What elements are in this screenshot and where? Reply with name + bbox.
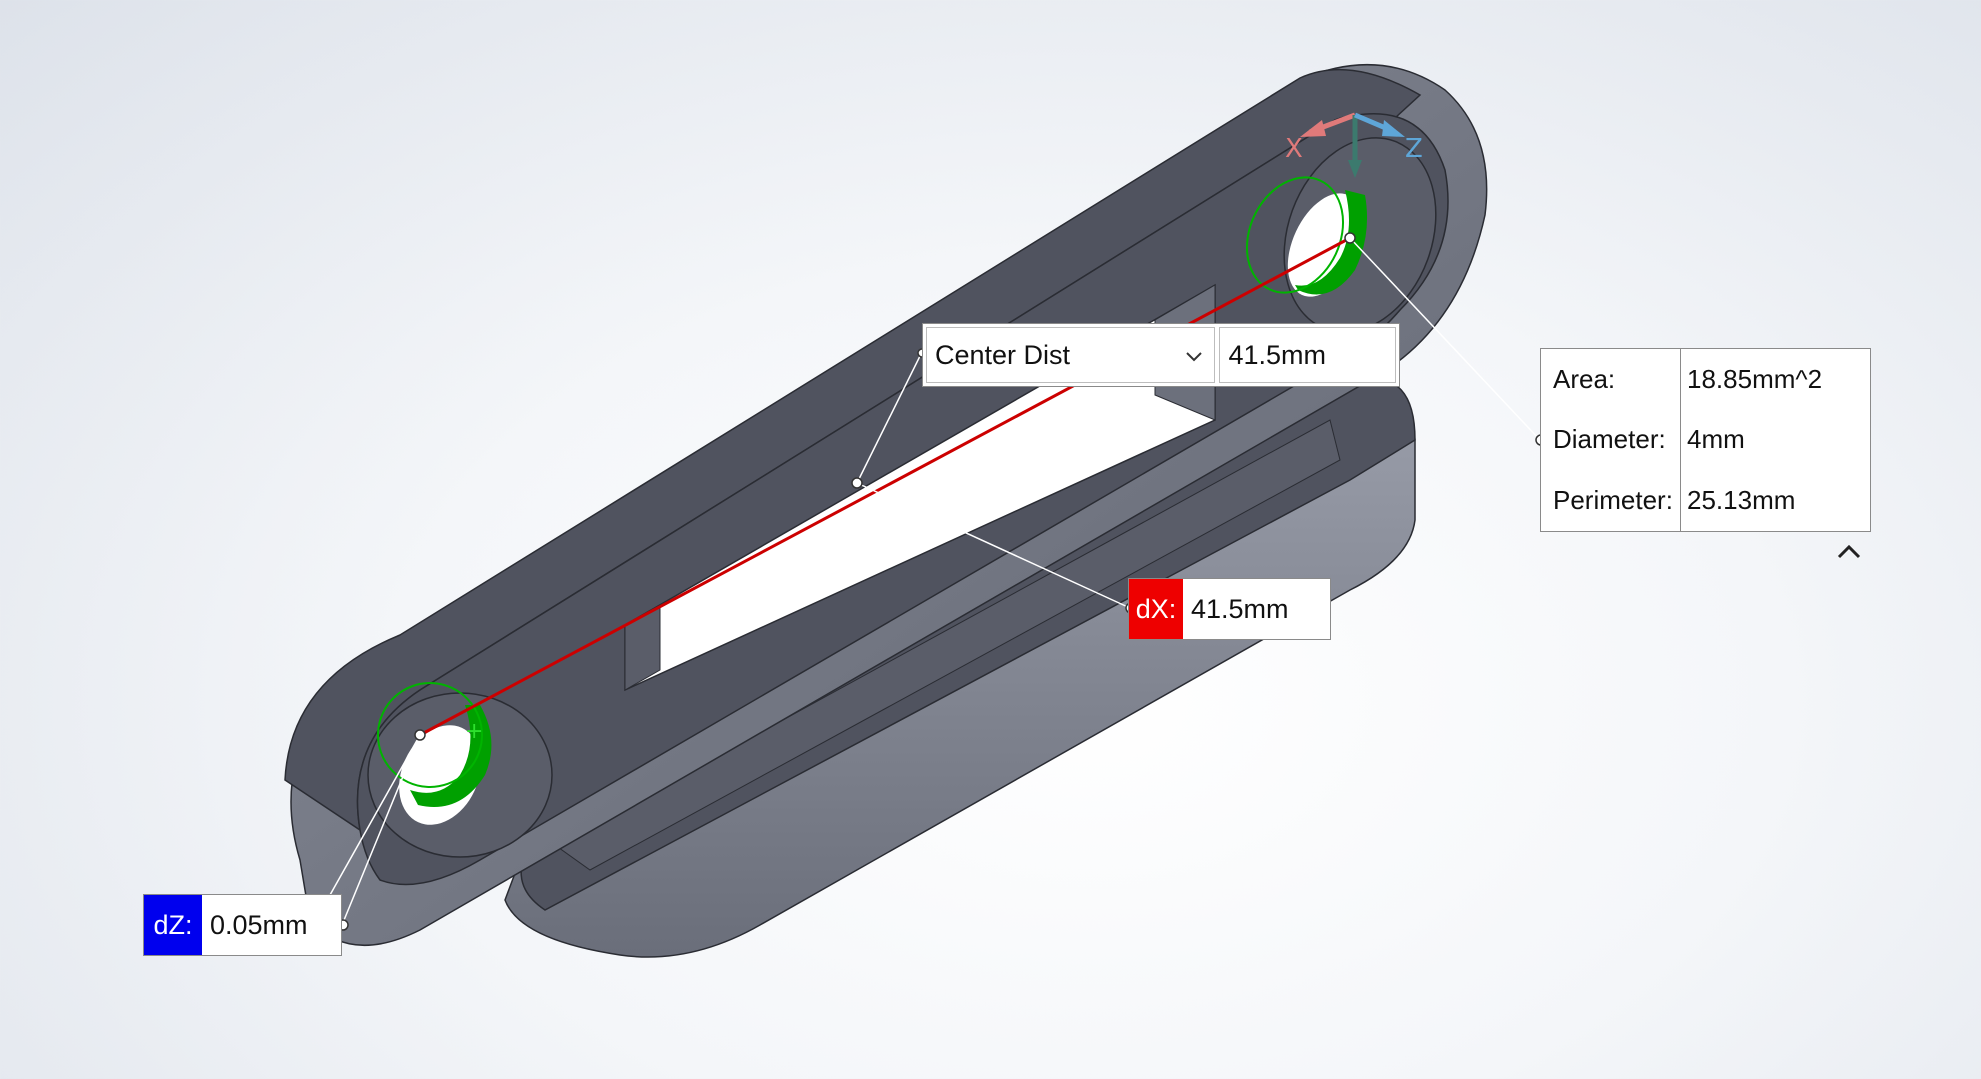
measure-mode-label: Center Dist — [935, 339, 1071, 370]
link-body[interactable] — [284, 63, 1488, 947]
chevron-down-icon[interactable] — [1184, 340, 1204, 371]
base-plate[interactable] — [504, 378, 1416, 958]
area-value: 18.85mm^2 — [1687, 363, 1823, 394]
right-hole[interactable] — [1229, 116, 1462, 353]
triad-z-label: Z — [1405, 134, 1423, 164]
area-label: Area: — [1541, 349, 1681, 410]
diameter-value: 4mm — [1687, 424, 1745, 455]
leader-lines — [329, 237, 1541, 926]
face-properties-panel: Area: 18.85mm^2 Diameter: 4mm Perimeter:… — [1540, 348, 1871, 532]
dz-callout: dZ: 0.05mm — [143, 894, 342, 956]
triad-x-label: X — [1285, 134, 1303, 164]
measure-line — [419, 236, 1351, 737]
perimeter-label: Perimeter: — [1541, 470, 1681, 531]
dx-label: dX: — [1129, 579, 1183, 639]
measure-mode-dropdown[interactable]: Center Dist — [926, 327, 1216, 383]
center-distance-value: 41.5mm — [1219, 327, 1396, 383]
dx-callout: dX: 41.5mm — [1128, 578, 1331, 640]
dz-label: dZ: — [144, 895, 202, 955]
center-distance-callout: Center Dist 41.5mm — [922, 323, 1400, 387]
left-hole[interactable]: + — [361, 666, 553, 858]
dz-value: 0.05mm — [210, 909, 308, 940]
dx-value: 41.5mm — [1191, 593, 1289, 624]
reference-triad: X Z — [1285, 112, 1423, 178]
svg-text:+: + — [465, 719, 483, 744]
perimeter-value: 25.13mm — [1687, 485, 1796, 516]
chevron-up-icon[interactable] — [1834, 538, 1864, 564]
diameter-label: Diameter: — [1541, 409, 1681, 471]
